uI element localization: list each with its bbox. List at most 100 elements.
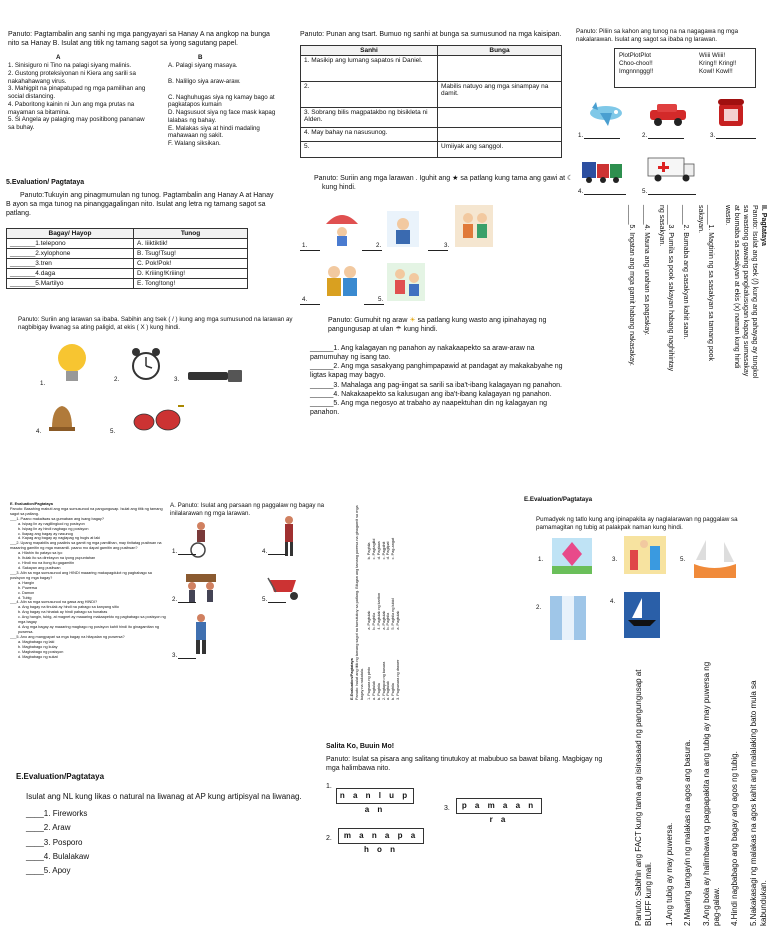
q4-header: Tunog bbox=[133, 228, 248, 240]
answer-blank[interactable] bbox=[584, 138, 620, 139]
q1-col-b: B bbox=[198, 54, 203, 62]
drum-set-picture bbox=[133, 405, 184, 431]
train-picture bbox=[582, 162, 622, 183]
q15-heading: E.Evaluation/Pagtataya bbox=[16, 772, 105, 781]
q4-header: Bagay/ Hayop bbox=[6, 228, 134, 240]
quiz-line: ___1. Paano makaiiwas sa gumabaw ang isa… bbox=[10, 516, 104, 521]
quiz-line: b. Isipag lin ay hindi nagbago ng posisy… bbox=[18, 526, 89, 531]
q5-instruction: Panuto: Suriin ang larawan sa ibaba. Sab… bbox=[18, 316, 293, 331]
statement-item: 1.Ang tubig ay may puwersa. bbox=[664, 822, 674, 926]
statement-item: ______3. Mahalaga ang pag-iingat sa sari… bbox=[310, 381, 562, 389]
answer-blank[interactable] bbox=[716, 138, 756, 139]
bell-picture bbox=[49, 406, 75, 431]
q1-item-b: B. Naliligo siya araw-araw. bbox=[168, 77, 241, 85]
answer-blank-cell[interactable] bbox=[437, 127, 562, 143]
quiz-line: b. Itulak ito sa direksyon na iyong pupu… bbox=[18, 556, 96, 561]
statement-item: _____3. Pumila sa pook sakayan habang na… bbox=[658, 205, 675, 372]
sound-choice: Kowl! Kowl!! bbox=[699, 67, 733, 75]
table-cell: _______4.daga bbox=[6, 268, 134, 280]
answer-blank[interactable] bbox=[428, 250, 448, 251]
picture-label: 1. bbox=[302, 242, 308, 249]
q1-item-a: 1. Sinisiguro ni Tino na palagi siyang m… bbox=[8, 62, 132, 70]
q4-instruction: Panuto:Tukuyin ang pinagmumulan ng tunog… bbox=[6, 192, 274, 218]
child-helping-picture bbox=[387, 263, 425, 301]
person-pulling-picture bbox=[196, 614, 206, 654]
water-movement-section: E.Evaluation/Pagtataya Pumadyek ng tatlo… bbox=[524, 496, 764, 646]
picture-label: 1. bbox=[172, 548, 178, 555]
fact-bluff-section: Panuto: Sabihin ang FACT kung tama ang i… bbox=[634, 656, 768, 926]
q14-instruction: Panuto: Isulat sa pisara ang salitang ti… bbox=[326, 756, 603, 773]
quiz-line: c. Ikapag ang bagay ay nasunog bbox=[18, 531, 73, 536]
sound-choice-box: PlotPlotPlot Choo-choo!! Imgnnnggg!! Wii… bbox=[614, 48, 756, 88]
answer-blank[interactable] bbox=[268, 602, 286, 603]
table-cell: E. Tong!tong! bbox=[133, 278, 248, 290]
playground-picture bbox=[624, 536, 666, 574]
statement-item: _____5. Ingatan ang mga gamit habang nak… bbox=[627, 205, 635, 366]
answer-blank[interactable] bbox=[178, 554, 196, 555]
answer-blank[interactable] bbox=[648, 194, 696, 195]
answer-blank[interactable] bbox=[362, 250, 382, 251]
children-sharing-picture bbox=[327, 266, 357, 296]
lightbulb-picture bbox=[58, 344, 86, 381]
picture-label: 5. bbox=[110, 428, 116, 435]
light-source-section: Panuto: Suriin ang larawan sa ibaba. Sab… bbox=[18, 316, 298, 441]
kite-picture bbox=[552, 538, 592, 574]
ambulance-picture bbox=[647, 157, 695, 182]
child-umbrella-picture bbox=[326, 215, 358, 246]
picture-label: 2. bbox=[376, 242, 382, 249]
q7-instruction-end: kung hindi. bbox=[403, 326, 438, 334]
answer-blank[interactable] bbox=[300, 250, 320, 251]
word-puzzle-section: Salita Ko, Buuin Mo! Panuto: Isulat sa p… bbox=[326, 742, 606, 854]
waterfall-picture bbox=[550, 596, 586, 640]
picture-label: 2. bbox=[536, 604, 542, 611]
statement-item: ____1. Fireworks bbox=[26, 808, 88, 818]
q9-items: ___1. Paano makaiiwas sa gumabaw ang isa… bbox=[10, 517, 166, 660]
picture-label: 4. bbox=[578, 188, 584, 195]
table-cell: _______1.telepono bbox=[6, 238, 134, 250]
q14-heading: Salita Ko, Buuin Mo! bbox=[326, 743, 395, 750]
answer-blank-cell[interactable] bbox=[437, 55, 562, 83]
q7-instruction: Panuto: Gumuhit ng araw bbox=[328, 317, 408, 324]
car-picture bbox=[650, 104, 686, 126]
answer-blank[interactable] bbox=[364, 304, 384, 305]
q2-instruction: Panuto: Punan ang tsart. Bumuo ng sanhi … bbox=[300, 31, 562, 38]
statement-item: ____3. Posporo bbox=[26, 837, 83, 847]
quiz-line: ___5. Ano ang mangyayari sa mga bagay na… bbox=[10, 634, 125, 639]
quiz-line: c. Hindi mo na itong itu gagamitin bbox=[18, 561, 75, 566]
answer-blank-cell[interactable]: 2. bbox=[300, 81, 438, 109]
quiz-line: b. Magbabago ng kulay bbox=[18, 644, 58, 649]
answer-blank-cell[interactable] bbox=[437, 107, 562, 129]
sun-icon: ☀ bbox=[409, 317, 416, 324]
q7-instruction-mid: sa patlang kung wasto ang ipinahayag ng … bbox=[328, 317, 547, 334]
table-cell: B. Tsug!Tsug! bbox=[133, 248, 248, 260]
answer-blank[interactable] bbox=[648, 138, 684, 139]
quiz-line: a. Isipag lin ay naglilingkod ng posisyo… bbox=[18, 521, 85, 526]
picture-label: 5. bbox=[262, 596, 268, 603]
picture-label: 1. bbox=[538, 556, 544, 563]
q1-instruction: Panuto: Pagtambalin ang sanhi ng mga pan… bbox=[8, 31, 270, 48]
q1-col-a: A bbox=[56, 54, 61, 62]
answer-blank-cell[interactable]: 5. bbox=[300, 141, 438, 159]
statement-item: ______2. Ang mga sasakyang panghimpapawi… bbox=[310, 363, 563, 380]
quiz-line: c. Ang hangin, tubig, at magnet ay maaar… bbox=[18, 615, 166, 625]
q13-instruction: Panuto: Sabihin ang FACT kung tama ang i… bbox=[634, 669, 654, 926]
cause-effect-table: Sanhi Bunga 1. Masikip ang lumang sapato… bbox=[300, 45, 562, 159]
picture-label: 2. bbox=[326, 835, 332, 842]
force-quiz-section: E. Evaluation/Pagtataya Panuto: Basahing… bbox=[10, 502, 166, 732]
statement-item: 5.Nakakasagi ng malakas na agos kahit an… bbox=[748, 680, 768, 926]
wheelbarrow-picture bbox=[267, 577, 298, 600]
table-cell: A. Iiiktiktik! bbox=[133, 238, 248, 250]
quiz-line: b. Puwersa bbox=[18, 585, 37, 590]
answer-blank[interactable] bbox=[178, 602, 196, 603]
statement-item: 2.Maaring tangayin ng malakas na agos an… bbox=[683, 739, 693, 926]
answer-blank[interactable] bbox=[584, 194, 626, 195]
answer-blank[interactable] bbox=[300, 304, 320, 305]
rain-cloud-icon: ☂ bbox=[395, 326, 402, 334]
quiz-line: a. Pagtulak bbox=[396, 610, 401, 630]
boat-picture bbox=[624, 592, 660, 638]
answer-blank[interactable] bbox=[178, 658, 196, 659]
answer-blank[interactable] bbox=[268, 554, 286, 555]
quiz-line: a. Hangin bbox=[18, 580, 35, 585]
table-cell: D. Kriiing!Kriiing! bbox=[133, 268, 248, 280]
quiz-line: ___3. Alin sa mga sumusunod ang HINDI ma… bbox=[10, 570, 152, 580]
